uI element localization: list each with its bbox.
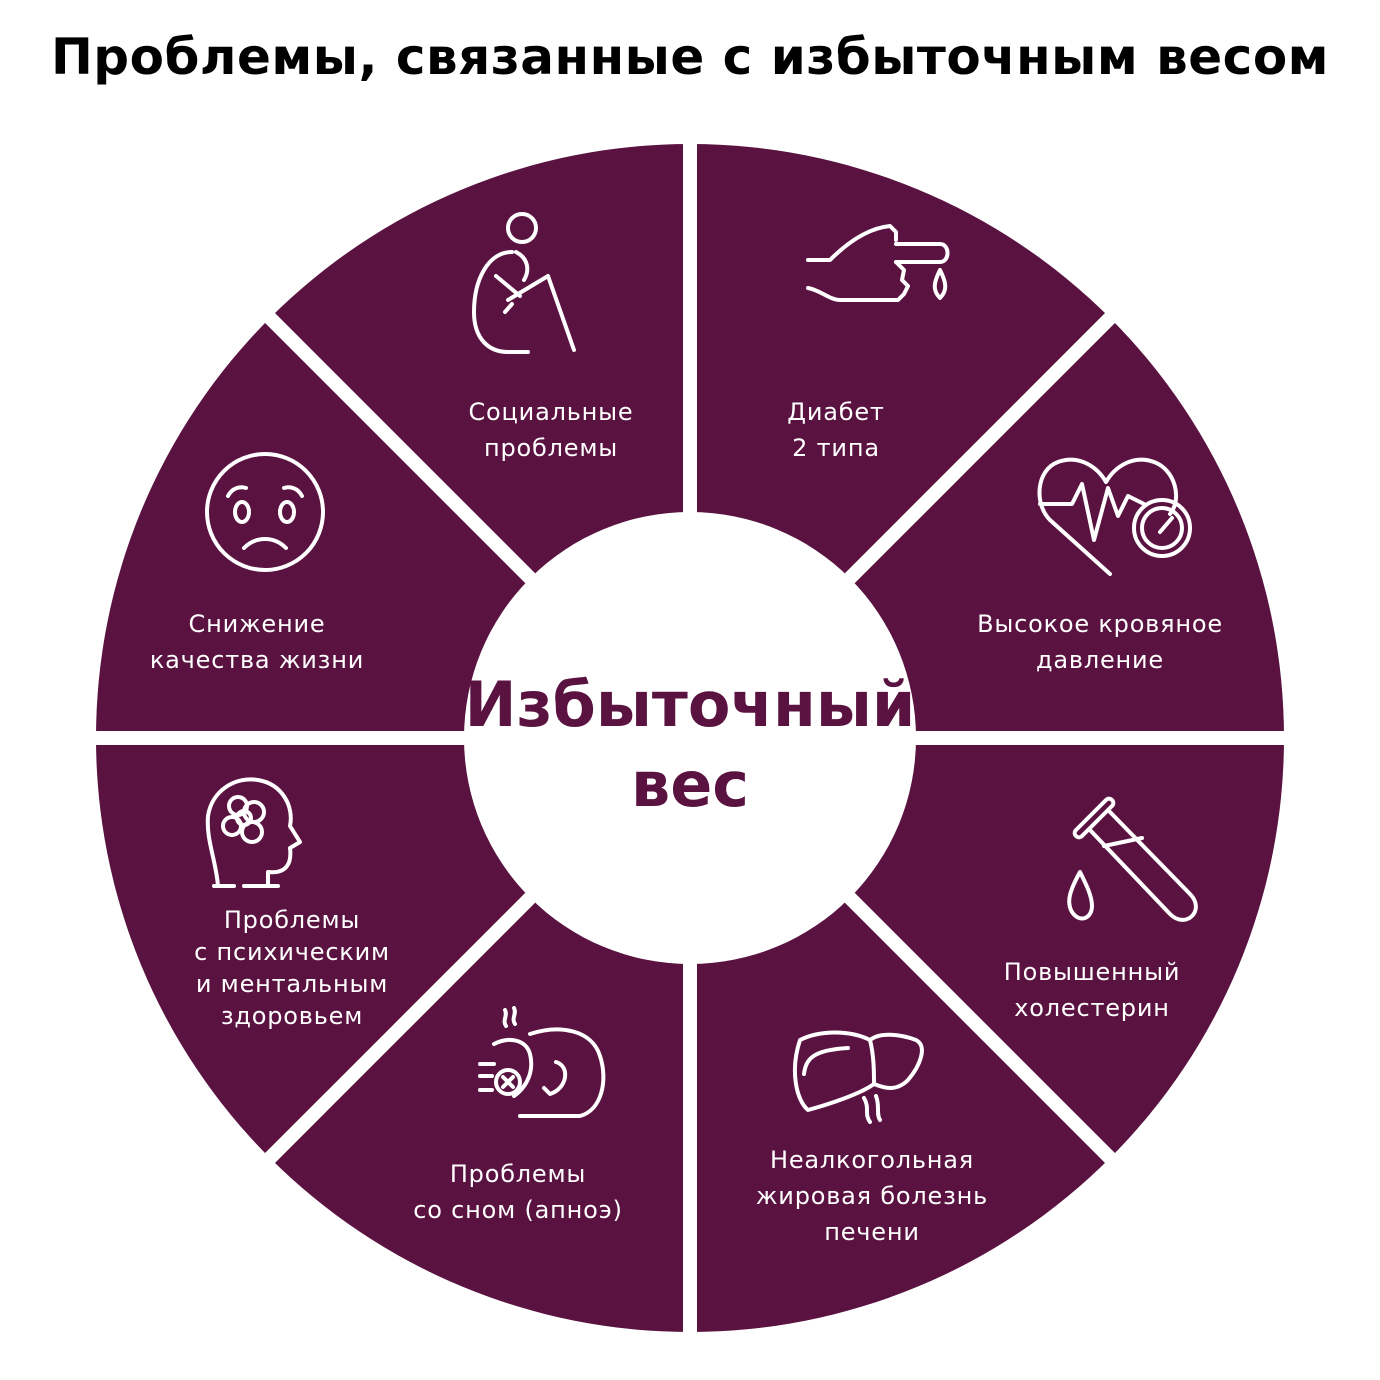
segment-label-line: жировая болезнь xyxy=(756,1182,988,1210)
segment-label-line: Диабет xyxy=(787,398,884,426)
segment-mental: Проблемы с психическим и ментальным здор… xyxy=(194,777,390,1030)
segment-label-line: Проблемы xyxy=(224,906,360,934)
segment-liver: Неалкогольная жировая болезнь печени xyxy=(756,1030,988,1246)
segment-label-line: Проблемы xyxy=(450,1160,586,1188)
segment-label-line: Повышенный xyxy=(1004,958,1180,986)
segment-label-line: с психическим xyxy=(194,938,390,966)
segment-label-line: Высокое кровяное xyxy=(977,610,1223,638)
finger-blood-drop-icon xyxy=(806,224,950,302)
segment-label-line: Снижение xyxy=(189,610,326,638)
segment-blood-pressure: Высокое кровяное давление xyxy=(977,457,1223,674)
segment-cholesterol: Повышенный холестерин xyxy=(1004,796,1198,1022)
segment-diabetes: Диабет 2 типа xyxy=(787,224,950,462)
segment-label-line: Социальные xyxy=(469,398,634,426)
page-title: Проблемы, связанные с избыточным весом xyxy=(50,28,1330,86)
segment-label-line: и ментальным xyxy=(196,970,388,998)
heart-pulse-gauge-icon xyxy=(1037,457,1192,576)
segment-label-line: качества жизни xyxy=(150,646,364,674)
center-label-line1: Избыточный xyxy=(465,668,916,741)
segment-label-line: здоровьем xyxy=(221,1002,363,1030)
tangled-head-icon xyxy=(205,777,302,888)
center-circle xyxy=(464,512,916,964)
segment-label-line: проблемы xyxy=(484,434,618,462)
sleep-apnea-icon xyxy=(478,1006,606,1118)
segment-label-line: давление xyxy=(1036,646,1164,674)
segment-social: Социальные проблемы xyxy=(469,212,634,462)
sad-face-icon xyxy=(205,452,325,572)
segment-label-line: 2 типа xyxy=(792,434,880,462)
segment-quality-of-life: Снижение качества жизни xyxy=(150,452,364,674)
sitting-person-icon xyxy=(472,212,576,354)
segment-label-line: печени xyxy=(824,1218,920,1246)
segment-label-line: холестерин xyxy=(1014,994,1169,1022)
segment-label-line: Неалкогольная xyxy=(770,1146,974,1174)
liver-icon xyxy=(792,1030,924,1124)
segment-sleep: Проблемы со сном (апноэ) xyxy=(413,1006,622,1224)
center-label-line2: вес xyxy=(631,748,749,821)
segment-label-line: со сном (апноэ) xyxy=(413,1196,622,1224)
test-tube-drop-icon xyxy=(1067,796,1198,922)
